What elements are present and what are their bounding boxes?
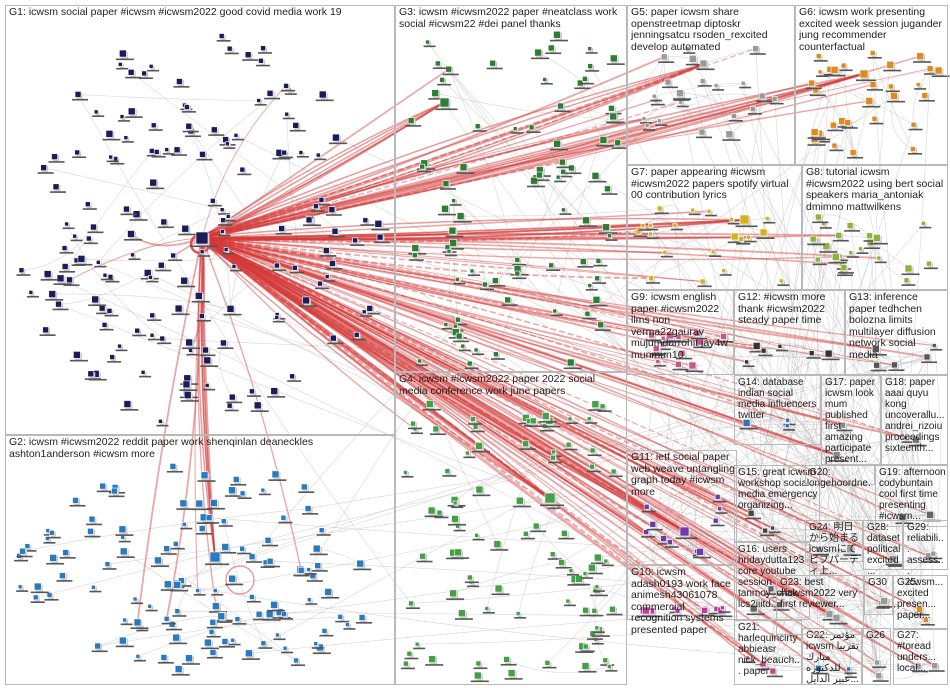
group-box-g13: G13: inference paper tedhchen bolozna li… — [845, 290, 948, 375]
group-box-g30: G30 — [864, 575, 893, 615]
group-label-g11: G11: ietf social paper web weave untangl… — [631, 452, 735, 498]
group-box-g22: G22: مؤتمر icwsm تقريبا مبارك للدكتوره ع… — [802, 628, 862, 685]
group-label-g20: G20: ongehoordne... — [809, 467, 873, 500]
group-box-g7: G7: paper appearing #icwsm #icwsm2022 pa… — [627, 165, 802, 290]
group-box-g9: G9: icwsm english paper #icwsm2022 llms … — [627, 290, 734, 375]
group-label-g24: G24: 明日から始まる icwsmにて ビブパーティ上... — [809, 522, 861, 577]
group-box-g8: G8: tutorial icwsm #icwsm2022 using bert… — [802, 165, 948, 290]
group-box-g5: G5: paper icwsm share openstreetmap dipt… — [627, 5, 795, 165]
group-box-g27: G27: #toread unders... local... — [893, 628, 948, 685]
group-label-g7: G7: paper appearing #icwsm #icwsm2022 pa… — [631, 167, 800, 202]
group-label-g13: G13: inference paper tedhchen bolozna li… — [849, 292, 946, 361]
group-label-g4: G4: icwsm #icwsm2022 paper 2022 social m… — [399, 374, 625, 397]
group-box-g19: G19: afternoon codybuntain cool first ti… — [875, 465, 948, 527]
group-label-g6: G6: icwsm work presenting excited week s… — [799, 7, 946, 53]
group-label-g3: G3: icwsm #icwsm2022 paper #neatclass wo… — [399, 7, 625, 30]
group-box-g1: G1: icwsm social paper #icwsm #icwsm2022… — [5, 5, 395, 435]
group-box-g24: G24: 明日から始まる icwsmにて ビブパーティ上... — [805, 520, 863, 562]
group-label-g12: G12: #icwsm more thank #icwsm2022 steady… — [738, 292, 843, 327]
group-label-g23: G23: best #icwsm2022 very first reviewer… — [780, 577, 862, 610]
group-label-g28: G28: dataset political excited... — [867, 522, 901, 577]
group-box-g2: G2: icwsm #icwsm2022 reddit paper work s… — [5, 435, 395, 685]
group-label-g26: G26 — [866, 630, 889, 641]
group-box-g18: G18: paper aaai quyu kong uncoverallu...… — [881, 375, 948, 465]
group-box-g4: G4: icwsm #icwsm2022 paper 2022 social m… — [395, 372, 627, 685]
group-label-g5: G5: paper icwsm share openstreetmap dipt… — [631, 7, 793, 53]
group-label-g1: G1: icwsm social paper #icwsm #icwsm2022… — [9, 7, 393, 19]
group-label-g2: G2: icwsm #icwsm2022 reddit paper work s… — [9, 437, 393, 460]
group-box-g6: G6: icwsm work presenting excited week s… — [795, 5, 948, 165]
group-box-g17: G17: paper icwsm look mum published firs… — [821, 375, 881, 465]
group-label-g22: G22: مؤتمر icwsm تقريبا مبارك للدكتوره ع… — [806, 630, 860, 685]
group-box-g12: G12: #icwsm more thank #icwsm2022 steady… — [734, 290, 845, 375]
group-label-g29: G29: reliabili... assess... icwsm... — [907, 522, 946, 588]
group-box-g29: G29: reliabili... assess... icwsm... — [903, 520, 948, 570]
group-label-g8: G8: tutorial icwsm #icwsm2022 using bert… — [806, 167, 946, 213]
group-box-g11: G11: ietf social paper web weave untangl… — [627, 450, 737, 565]
group-label-g9: G9: icwsm english paper #icwsm2022 llms … — [631, 292, 732, 361]
group-label-g18: G18: paper aaai quyu kong uncoverallu...… — [885, 377, 946, 454]
group-label-g19: G19: afternoon codybuntain cool first ti… — [879, 467, 946, 522]
group-box-g14: G14: database indian social media influe… — [734, 375, 821, 445]
group-box-g10: G10: icwsm adash0193 work face animesh43… — [627, 565, 737, 620]
group-box-g28: G28: dataset political excited... — [863, 520, 903, 570]
group-label-g17: G17: paper icwsm look mum published firs… — [825, 377, 879, 465]
group-box-g23: G23: best #icwsm2022 very first reviewer… — [776, 575, 864, 635]
group-label-g27: G27: #toread unders... local... — [897, 630, 946, 674]
group-box-g20: G20: ongehoordne... — [805, 465, 875, 485]
group-label-g30: G30 — [868, 577, 891, 588]
group-label-g10: G10: icwsm adash0193 work face animesh43… — [631, 567, 735, 636]
group-label-g14: G14: database indian social media influe… — [738, 377, 819, 421]
group-box-g3: G3: icwsm #icwsm2022 paper #neatclass wo… — [395, 5, 627, 372]
group-box-g26: G26 — [862, 628, 891, 685]
